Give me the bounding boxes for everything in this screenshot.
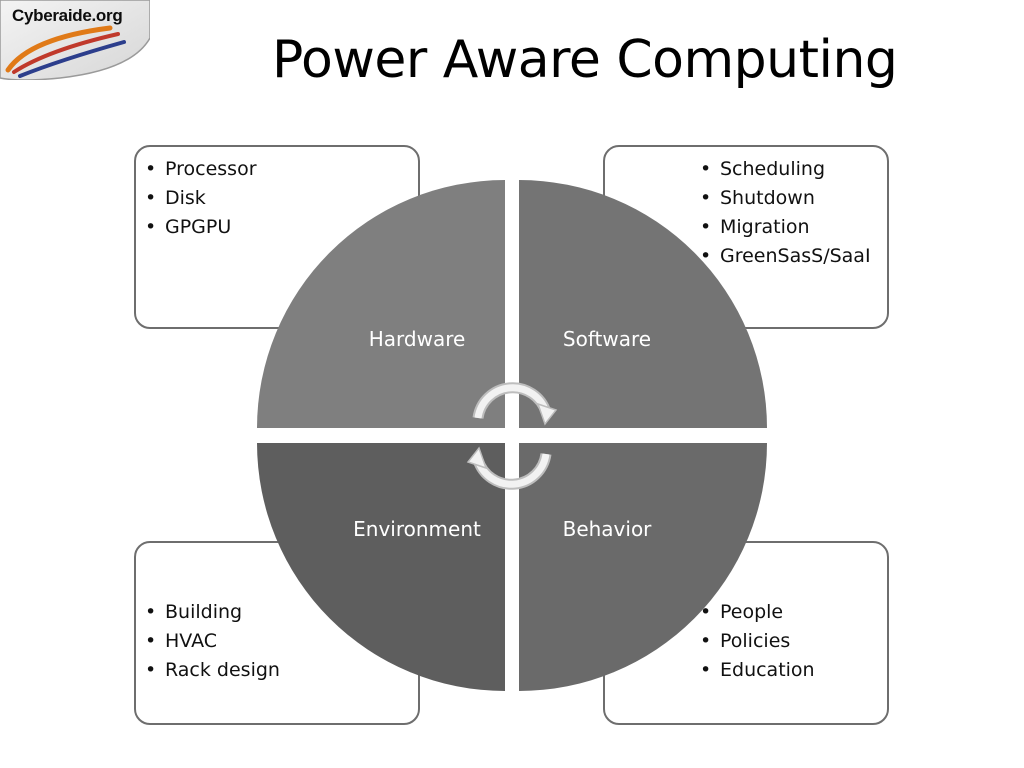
circular-arrows-icon xyxy=(466,382,558,490)
bullet-icon: • xyxy=(700,601,712,623)
bullet-icon: • xyxy=(145,601,157,623)
list-item: • Shutdown xyxy=(700,184,871,213)
list-item: • Processor xyxy=(145,155,257,184)
cyberaide-logo[interactable]: Cyberaide.org xyxy=(0,0,151,81)
list-item-text: Policies xyxy=(720,630,791,652)
list-item-text: GPGPU xyxy=(165,216,232,238)
software-list: • Scheduling • Shutdown • Migration • GreenS… xyxy=(700,155,871,271)
list-item: • GPGPU xyxy=(145,213,257,242)
bullet-icon: • xyxy=(700,158,712,180)
list-item: • Disk xyxy=(145,184,257,213)
list-item-text: GreenSasS/SaaI xyxy=(720,245,871,267)
behavior-label: Behavior xyxy=(562,517,652,541)
behavior-list: • People • Policies • Education xyxy=(700,598,815,685)
slide-title: Power Aware Computing xyxy=(272,30,898,90)
bullet-icon: • xyxy=(145,158,157,180)
list-item: • Building xyxy=(145,598,280,627)
bullet-icon: • xyxy=(145,659,157,681)
list-item: • Rack design xyxy=(145,656,280,685)
list-item-text: Migration xyxy=(720,216,810,238)
software-label: Software xyxy=(562,327,652,351)
bullet-icon: • xyxy=(145,216,157,238)
list-item: • HVAC xyxy=(145,627,280,656)
list-item-text: Rack design xyxy=(165,659,280,681)
environment-label: Environment xyxy=(353,517,481,541)
hardware-quadrant[interactable] xyxy=(257,180,505,428)
list-item-text: Shutdown xyxy=(720,187,815,209)
bullet-icon: • xyxy=(700,187,712,209)
list-item: • People xyxy=(700,598,815,627)
list-item: • GreenSasS/SaaI xyxy=(700,242,871,271)
list-item: • Education xyxy=(700,656,815,685)
list-item-text: HVAC xyxy=(165,630,217,652)
bullet-icon: • xyxy=(700,216,712,238)
list-item: • Scheduling xyxy=(700,155,871,184)
environment-quadrant[interactable] xyxy=(257,443,505,691)
behavior-quadrant[interactable] xyxy=(519,443,767,691)
software-quadrant[interactable] xyxy=(519,180,767,428)
bullet-icon: • xyxy=(700,630,712,652)
bullet-icon: • xyxy=(145,630,157,652)
bullet-icon: • xyxy=(700,245,712,267)
logo-text: Cyberaide.org xyxy=(12,6,123,25)
logo-graphic xyxy=(0,0,151,81)
bullet-icon: • xyxy=(700,659,712,681)
list-item-text: Scheduling xyxy=(720,158,826,180)
list-item-text: Processor xyxy=(165,158,257,180)
hardware-list: • Processor • Disk • GPGPU xyxy=(145,155,257,242)
list-item: • Migration xyxy=(700,213,871,242)
list-item: • Policies xyxy=(700,627,815,656)
list-item-text: People xyxy=(720,601,784,623)
bullet-icon: • xyxy=(145,187,157,209)
environment-list: • Building • HVAC • Rack design xyxy=(145,598,280,685)
hardware-label: Hardware xyxy=(368,327,466,351)
list-item-text: Disk xyxy=(165,187,206,209)
list-item-text: Building xyxy=(165,601,243,623)
list-item-text: Education xyxy=(720,659,815,681)
